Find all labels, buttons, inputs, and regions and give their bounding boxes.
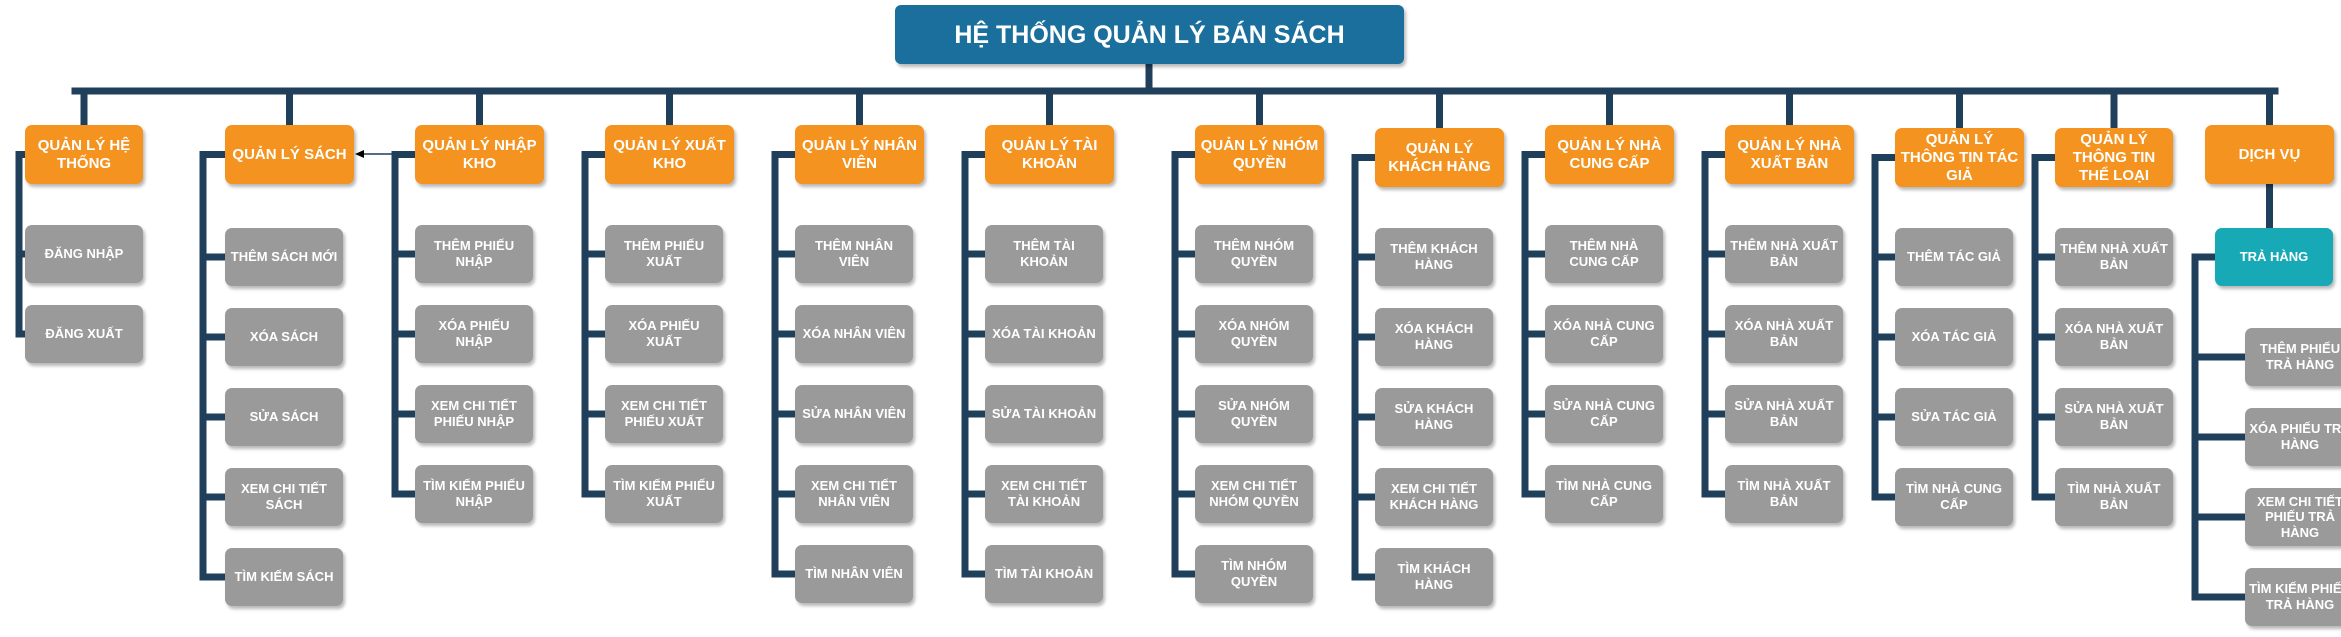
item-them-tac-gia: THÊM TÁC GIẢ bbox=[1895, 228, 2013, 286]
item-sua-nhom-quyen: SỬA NHÓM QUYỀN bbox=[1195, 385, 1313, 443]
item-xoa-nha-xuat-ban: XÓA NHÀ XUẤT BẢN bbox=[2055, 308, 2173, 366]
item-xem-chi-tiet-khach-hang: XEM CHI TIẾT KHÁCH HÀNG bbox=[1375, 468, 1493, 526]
item-sua-nha-xuat-ban: SỬA NHÀ XUẤT BẢN bbox=[2055, 388, 2173, 446]
item-them-tai-khoan: THÊM TÀI KHOẢN bbox=[985, 225, 1103, 283]
item-tim-kiem-phieu-tra-hang: TÌM KIẾM PHIẾU TRẢ HÀNG bbox=[2245, 568, 2341, 626]
item-xoa-tac-gia: XÓA TÁC GIẢ bbox=[1895, 308, 2013, 366]
item-sua-tai-khoan: SỬA TÀI KHOẢN bbox=[985, 385, 1103, 443]
header-quan-ly-he-thong: QUẢN LÝ HỆ THỐNG bbox=[25, 125, 143, 184]
item-xem-chi-tiet-phieu-nhap: XEM CHI TIẾT PHIẾU NHẬP bbox=[415, 385, 533, 443]
header-quan-ly-thong-tin-the-loai: QUẢN LÝ THÔNG TIN THỂ LOẠI bbox=[2055, 128, 2173, 187]
root-title: HỆ THỐNG QUẢN LÝ BÁN SÁCH bbox=[895, 5, 1404, 64]
item-sua-nha-cung-cap: SỬA NHÀ CUNG CẤP bbox=[1545, 385, 1663, 443]
item-xem-chi-tiet-nhan-vien: XEM CHI TIẾT NHÂN VIÊN bbox=[795, 465, 913, 523]
item-sua-nhan-vien: SỬA NHÂN VIÊN bbox=[795, 385, 913, 443]
item-sua-sach: SỬA SÁCH bbox=[225, 388, 343, 446]
header-quan-ly-nhan-vien: QUẢN LÝ NHÂN VIÊN bbox=[795, 125, 924, 184]
item-xem-chi-tiet-phieu-tra-hang: XEM CHI TIẾT PHIẾU TRẢ HÀNG bbox=[2245, 488, 2341, 546]
item-tim-nha-xuat-ban: TÌM NHÀ XUẤT BẢN bbox=[2055, 468, 2173, 526]
item-dang-xuat: ĐĂNG XUẤT bbox=[25, 305, 143, 363]
header-quan-ly-tai-khoan: QUẢN LÝ TÀI KHOẢN bbox=[985, 125, 1114, 184]
item-them-phieu-xuat: THÊM PHIẾU XUẤT bbox=[605, 225, 723, 283]
item-xoa-nhan-vien: XÓA NHÂN VIÊN bbox=[795, 305, 913, 363]
item-xoa-phieu-nhap: XÓA PHIẾU NHẬP bbox=[415, 305, 533, 363]
item-tim-nha-cung-cap: TÌM NHÀ CUNG CẤP bbox=[1895, 468, 2013, 526]
item-tim-nha-cung-cap: TÌM NHÀ CUNG CẤP bbox=[1545, 465, 1663, 523]
header-quan-ly-nhap-kho: QUẢN LÝ NHẬP KHO bbox=[415, 125, 544, 184]
header-dich-vu: DỊCH VỤ bbox=[2205, 125, 2334, 184]
item-xoa-nha-xuat-ban: XÓA NHÀ XUẤT BẢN bbox=[1725, 305, 1843, 363]
item-them-phieu-nhap: THÊM PHIẾU NHẬP bbox=[415, 225, 533, 283]
item-tim-nha-xuat-ban: TÌM NHÀ XUẤT BẢN bbox=[1725, 465, 1843, 523]
header-quan-ly-khach-hang: QUẢN LÝ KHÁCH HÀNG bbox=[1375, 128, 1504, 187]
item-sua-tac-gia: SỬA TÁC GIẢ bbox=[1895, 388, 2013, 446]
item-tim-tai-khoan: TÌM TÀI KHOẢN bbox=[985, 545, 1103, 603]
item-them-nha-xuat-ban: THÊM NHÀ XUẤT BẢN bbox=[2055, 228, 2173, 286]
item-sua-khach-hang: SỬA KHÁCH HÀNG bbox=[1375, 388, 1493, 446]
item-xem-chi-tiet-phieu-xuat: XEM CHI TIẾT PHIẾU XUẤT bbox=[605, 385, 723, 443]
item-xem-chi-tiet-sach: XEM CHI TIẾT SÁCH bbox=[225, 468, 343, 526]
header-quan-ly-xuat-kho: QUẢN LÝ XUẤT KHO bbox=[605, 125, 734, 184]
item-tim-nhan-vien: TÌM NHÂN VIÊN bbox=[795, 545, 913, 603]
header-quan-ly-nha-cung-cap: QUẢN LÝ NHÀ CUNG CẤP bbox=[1545, 125, 1674, 184]
header-quan-ly-nha-xuat-ban: QUẢN LÝ NHÀ XUẤT BẢN bbox=[1725, 125, 1854, 184]
item-them-khach-hang: THÊM KHÁCH HÀNG bbox=[1375, 228, 1493, 286]
item-xoa-sach: XÓA SÁCH bbox=[225, 308, 343, 366]
item-xem-chi-tiet-nhom-quyen: XEM CHI TIẾT NHÓM QUYỀN bbox=[1195, 465, 1313, 523]
item-tim-khach-hang: TÌM KHÁCH HÀNG bbox=[1375, 548, 1493, 606]
item-tim-kiem-phieu-xuat: TÌM KIẾM PHIẾU XUẤT bbox=[605, 465, 723, 523]
item-them-nhan-vien: THÊM NHÂN VIÊN bbox=[795, 225, 913, 283]
item-tim-kiem-sach: TÌM KIẾM SÁCH bbox=[225, 548, 343, 606]
item-xoa-tai-khoan: XÓA TÀI KHOẢN bbox=[985, 305, 1103, 363]
item-tra-hang: TRẢ HÀNG bbox=[2215, 228, 2333, 286]
item-xoa-nha-cung-cap: XÓA NHÀ CUNG CẤP bbox=[1545, 305, 1663, 363]
item-them-nha-cung-cap: THÊM NHÀ CUNG CẤP bbox=[1545, 225, 1663, 283]
item-them-nha-xuat-ban: THÊM NHÀ XUẤT BẢN bbox=[1725, 225, 1843, 283]
item-sua-nha-xuat-ban: SỬA NHÀ XUẤT BẢN bbox=[1725, 385, 1843, 443]
item-xem-chi-tiet-tai-khoan: XEM CHI TIẾT TÀI KHOẢN bbox=[985, 465, 1103, 523]
header-quan-ly-sach: QUẢN LÝ SÁCH bbox=[225, 125, 354, 184]
header-quan-ly-nhom-quyen: QUẢN LÝ NHÓM QUYỀN bbox=[1195, 125, 1324, 184]
item-xoa-khach-hang: XÓA KHÁCH HÀNG bbox=[1375, 308, 1493, 366]
item-them-phieu-tra-hang: THÊM PHIẾU TRẢ HÀNG bbox=[2245, 328, 2341, 386]
item-xoa-phieu-tra-hang: XÓA PHIẾU TRẢ HÀNG bbox=[2245, 408, 2341, 466]
item-tim-kiem-phieu-nhap: TÌM KIẾM PHIẾU NHẬP bbox=[415, 465, 533, 523]
item-xoa-nhom-quyen: XÓA NHÓM QUYỀN bbox=[1195, 305, 1313, 363]
item-xoa-phieu-xuat: XÓA PHIẾU XUẤT bbox=[605, 305, 723, 363]
item-them-sach-moi: THÊM SÁCH MỚI bbox=[225, 228, 343, 286]
arrow-head-icon bbox=[355, 150, 364, 158]
item-tim-nhom-quyen: TÌM NHÓM QUYỀN bbox=[1195, 545, 1313, 603]
item-dang-nhap: ĐĂNG NHẬP bbox=[25, 225, 143, 283]
header-quan-ly-thong-tin-tac-gia: QUẢN LÝ THÔNG TIN TÁC GIẢ bbox=[1895, 128, 2024, 187]
item-them-nhom-quyen: THÊM NHÓM QUYỀN bbox=[1195, 225, 1313, 283]
